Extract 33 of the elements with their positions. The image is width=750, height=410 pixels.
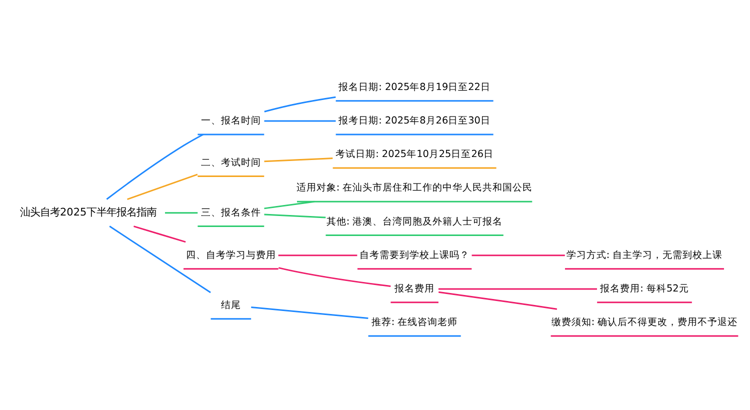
node-text: 二、考试时间 [200,157,261,168]
node-text: 报名费用: 每科52元 [600,284,689,295]
node-text: 报名日期: 2025年8月19日至22日 [338,82,490,93]
node-text: 适用对象: 在汕头市居住和工作的中华人民共和国公民 [296,182,533,194]
node-text: 三、报名条件 [200,207,261,218]
node-text: 报名费用 [394,284,435,295]
connector [134,226,186,243]
node-text: 自考需要到学校上课吗？ [360,250,470,261]
connector [264,96,336,112]
node-text: 四、自考学习与费用 [186,250,276,261]
node-text: 其他: 港澳、台湾同胞及外籍人士可报名 [326,216,503,228]
connector [109,226,211,294]
connector [472,254,565,256]
node-text: 缴费须知: 确认后不得更改，费用不予退还 [551,317,738,328]
connector [278,254,358,256]
node-text: 结尾 [220,300,241,311]
connector [251,306,368,320]
node-text: 汕头自考2025下半年报名指南 [20,206,157,219]
node-text: 考试日期: 2025年10月25日至26日 [336,149,494,160]
connector [264,200,314,210]
connector [438,288,598,290]
connector [264,120,336,122]
connector [264,158,333,162]
connector [438,291,558,310]
node-text: 一、报名时间 [200,116,261,127]
connector [165,212,198,214]
connector [106,134,204,200]
connector [264,214,326,218]
node-text: 推荐: 在线咨询老师 [371,317,458,328]
connector [127,174,198,200]
node-text: 报考日期: 2025年8月26日至30日 [338,116,490,127]
connector [278,267,391,288]
node-text: 学习方式: 自主学习，无需到校上课 [566,250,723,261]
